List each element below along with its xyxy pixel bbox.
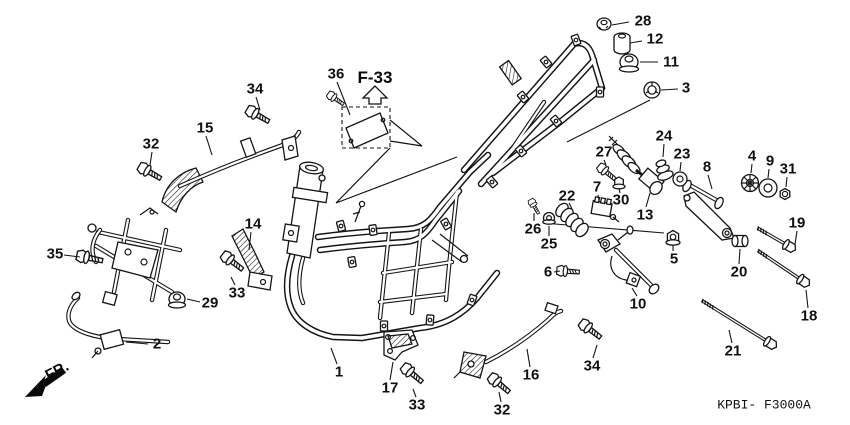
part-number-callout-18: 18 bbox=[800, 307, 818, 325]
f33-up-arrow-icon bbox=[361, 85, 389, 105]
part-number-callout-14: 14 bbox=[244, 215, 262, 233]
fastener-parts-artwork bbox=[74, 89, 791, 398]
part-number-callout-2: 2 bbox=[152, 335, 162, 353]
part-number-callout-7: 7 bbox=[592, 178, 602, 196]
part-number-callout-33: 33 bbox=[228, 284, 246, 302]
diagram-code-label: KPBI- F3000A bbox=[717, 397, 811, 413]
part-36-bolt bbox=[325, 89, 347, 109]
part-number-callout-13: 13 bbox=[636, 206, 654, 224]
part-number-callout-34: 34 bbox=[583, 357, 601, 375]
part-8-hanger-artwork bbox=[682, 179, 735, 241]
part-number-callout-11: 11 bbox=[663, 53, 679, 71]
long-bolt-parts-artwork bbox=[700, 226, 810, 351]
part-number-callout-15: 15 bbox=[196, 119, 214, 137]
part-number-callout-27: 27 bbox=[595, 143, 613, 161]
part-number-callout-31: 31 bbox=[779, 160, 797, 178]
part-number-callout-29: 29 bbox=[201, 294, 219, 312]
part-number-callout-16: 16 bbox=[522, 366, 540, 384]
part-35-bolt bbox=[74, 248, 105, 268]
part-1-main-frame-artwork bbox=[282, 33, 606, 342]
part-number-callout-22: 22 bbox=[558, 187, 576, 205]
part-number-callout-28: 28 bbox=[634, 12, 652, 30]
callout-leader-lines bbox=[63, 21, 809, 403]
section-ref-label: F-33 bbox=[357, 68, 393, 87]
part-number-callout-36: 36 bbox=[327, 65, 345, 83]
part-14-bracket-artwork bbox=[231, 228, 273, 291]
part-number-callout-34: 34 bbox=[246, 80, 264, 98]
part-34-bolt-bottom bbox=[576, 316, 605, 343]
part-number-callout-32: 32 bbox=[142, 135, 160, 153]
part-16-pipe-artwork bbox=[453, 301, 564, 379]
part-number-callout-9: 9 bbox=[765, 152, 775, 170]
part-number-callout-10: 10 bbox=[629, 295, 647, 313]
part-number-callout-12: 12 bbox=[646, 30, 664, 48]
part-33-bolt-bottom bbox=[398, 360, 427, 388]
aux-leader-lines bbox=[542, 99, 665, 234]
part-10-bracket-artwork bbox=[597, 225, 660, 295]
part-number-callout-20: 20 bbox=[730, 263, 748, 281]
part-number-callout-24: 24 bbox=[655, 127, 673, 145]
part-number-callout-21: 21 bbox=[724, 342, 742, 360]
part-34-bolt-top bbox=[243, 103, 273, 128]
part-number-callout-3: 3 bbox=[681, 79, 691, 97]
part-number-callout-26: 26 bbox=[524, 220, 542, 238]
part-22-spring-artwork bbox=[555, 202, 589, 238]
part-number-callout-35: 35 bbox=[46, 245, 64, 263]
part-number-callout-30: 30 bbox=[612, 191, 630, 209]
part-17-bracket-artwork bbox=[383, 329, 419, 361]
part-number-callout-19: 19 bbox=[788, 214, 806, 232]
part-number-callout-6: 6 bbox=[543, 263, 553, 281]
part-number-callout-32: 32 bbox=[493, 401, 511, 419]
part-number-callout-1: 1 bbox=[334, 363, 344, 381]
part-number-callout-23: 23 bbox=[673, 145, 691, 163]
label-plate-artwork bbox=[335, 85, 458, 204]
part-number-callout-25: 25 bbox=[540, 235, 558, 253]
part-number-callout-5: 5 bbox=[669, 250, 679, 268]
part-number-callout-17: 17 bbox=[381, 379, 399, 397]
part-15-pipe-artwork bbox=[161, 129, 302, 214]
part-number-callout-8: 8 bbox=[702, 158, 712, 176]
part-2-subframe-artwork bbox=[66, 207, 183, 359]
fr-direction-arrow-icon bbox=[25, 367, 67, 397]
part-number-callout-33: 33 bbox=[408, 396, 426, 414]
part-13-damper-artwork bbox=[608, 135, 665, 196]
grommet-parts-artwork bbox=[167, 17, 661, 309]
part-number-callout-4: 4 bbox=[747, 147, 757, 165]
